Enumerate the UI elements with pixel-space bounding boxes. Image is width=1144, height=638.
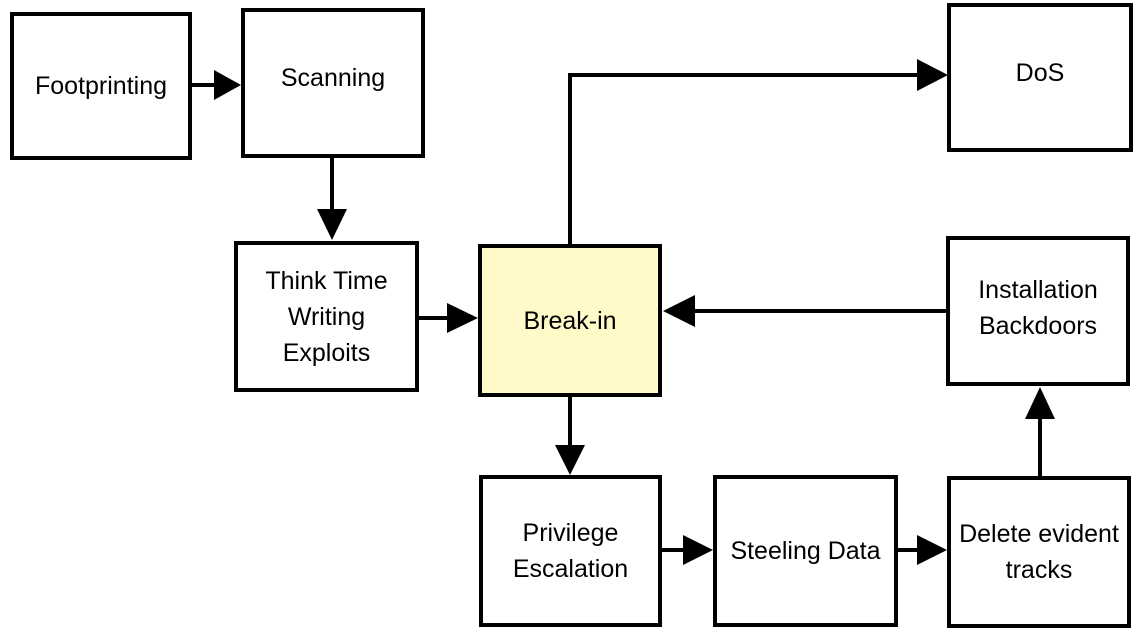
node-break-in: Break-in <box>478 244 662 397</box>
node-delete-tracks: Delete evident tracks <box>947 476 1131 628</box>
node-installation-backdoors: Installation Backdoors <box>946 236 1130 386</box>
node-dos-label: DoS <box>1015 58 1065 87</box>
arrowhead-scanning <box>214 70 241 100</box>
arrowhead-break-in-from-think <box>447 303 478 333</box>
node-installation-backdoors-label: Installation Backdoors <box>978 276 1098 340</box>
node-scanning: Scanning <box>241 8 425 158</box>
node-privilege-escalation: Privilege Escalation <box>479 475 662 627</box>
edge-break-in-dos <box>568 73 920 244</box>
node-break-in-label: Break-in <box>523 306 617 335</box>
arrowhead-think-time <box>317 209 347 240</box>
node-scanning-label: Scanning <box>280 64 386 92</box>
arrowhead-steeling <box>683 535 713 565</box>
node-privilege-escalation-label: Privilege Escalation <box>512 519 629 583</box>
node-footprinting: Footprinting <box>10 12 192 160</box>
arrowhead-dos <box>917 59 948 91</box>
arrowhead-installation <box>1025 387 1055 419</box>
arrowhead-break-in-from-installation <box>663 295 695 327</box>
arrowhead-privilege <box>555 445 585 475</box>
node-delete-tracks-label: Delete evident tracks <box>959 520 1119 584</box>
arrowhead-delete-tracks <box>917 535 947 565</box>
node-footprinting-label: Footprinting <box>34 72 168 100</box>
node-steeling-data: Steeling Data <box>713 475 898 627</box>
node-dos: DoS <box>947 3 1133 152</box>
node-steeling-data-label: Steeling Data <box>730 537 881 565</box>
node-think-time-label: Think Time Writing Exploits <box>265 266 388 367</box>
node-think-time: Think Time Writing Exploits <box>234 241 419 392</box>
